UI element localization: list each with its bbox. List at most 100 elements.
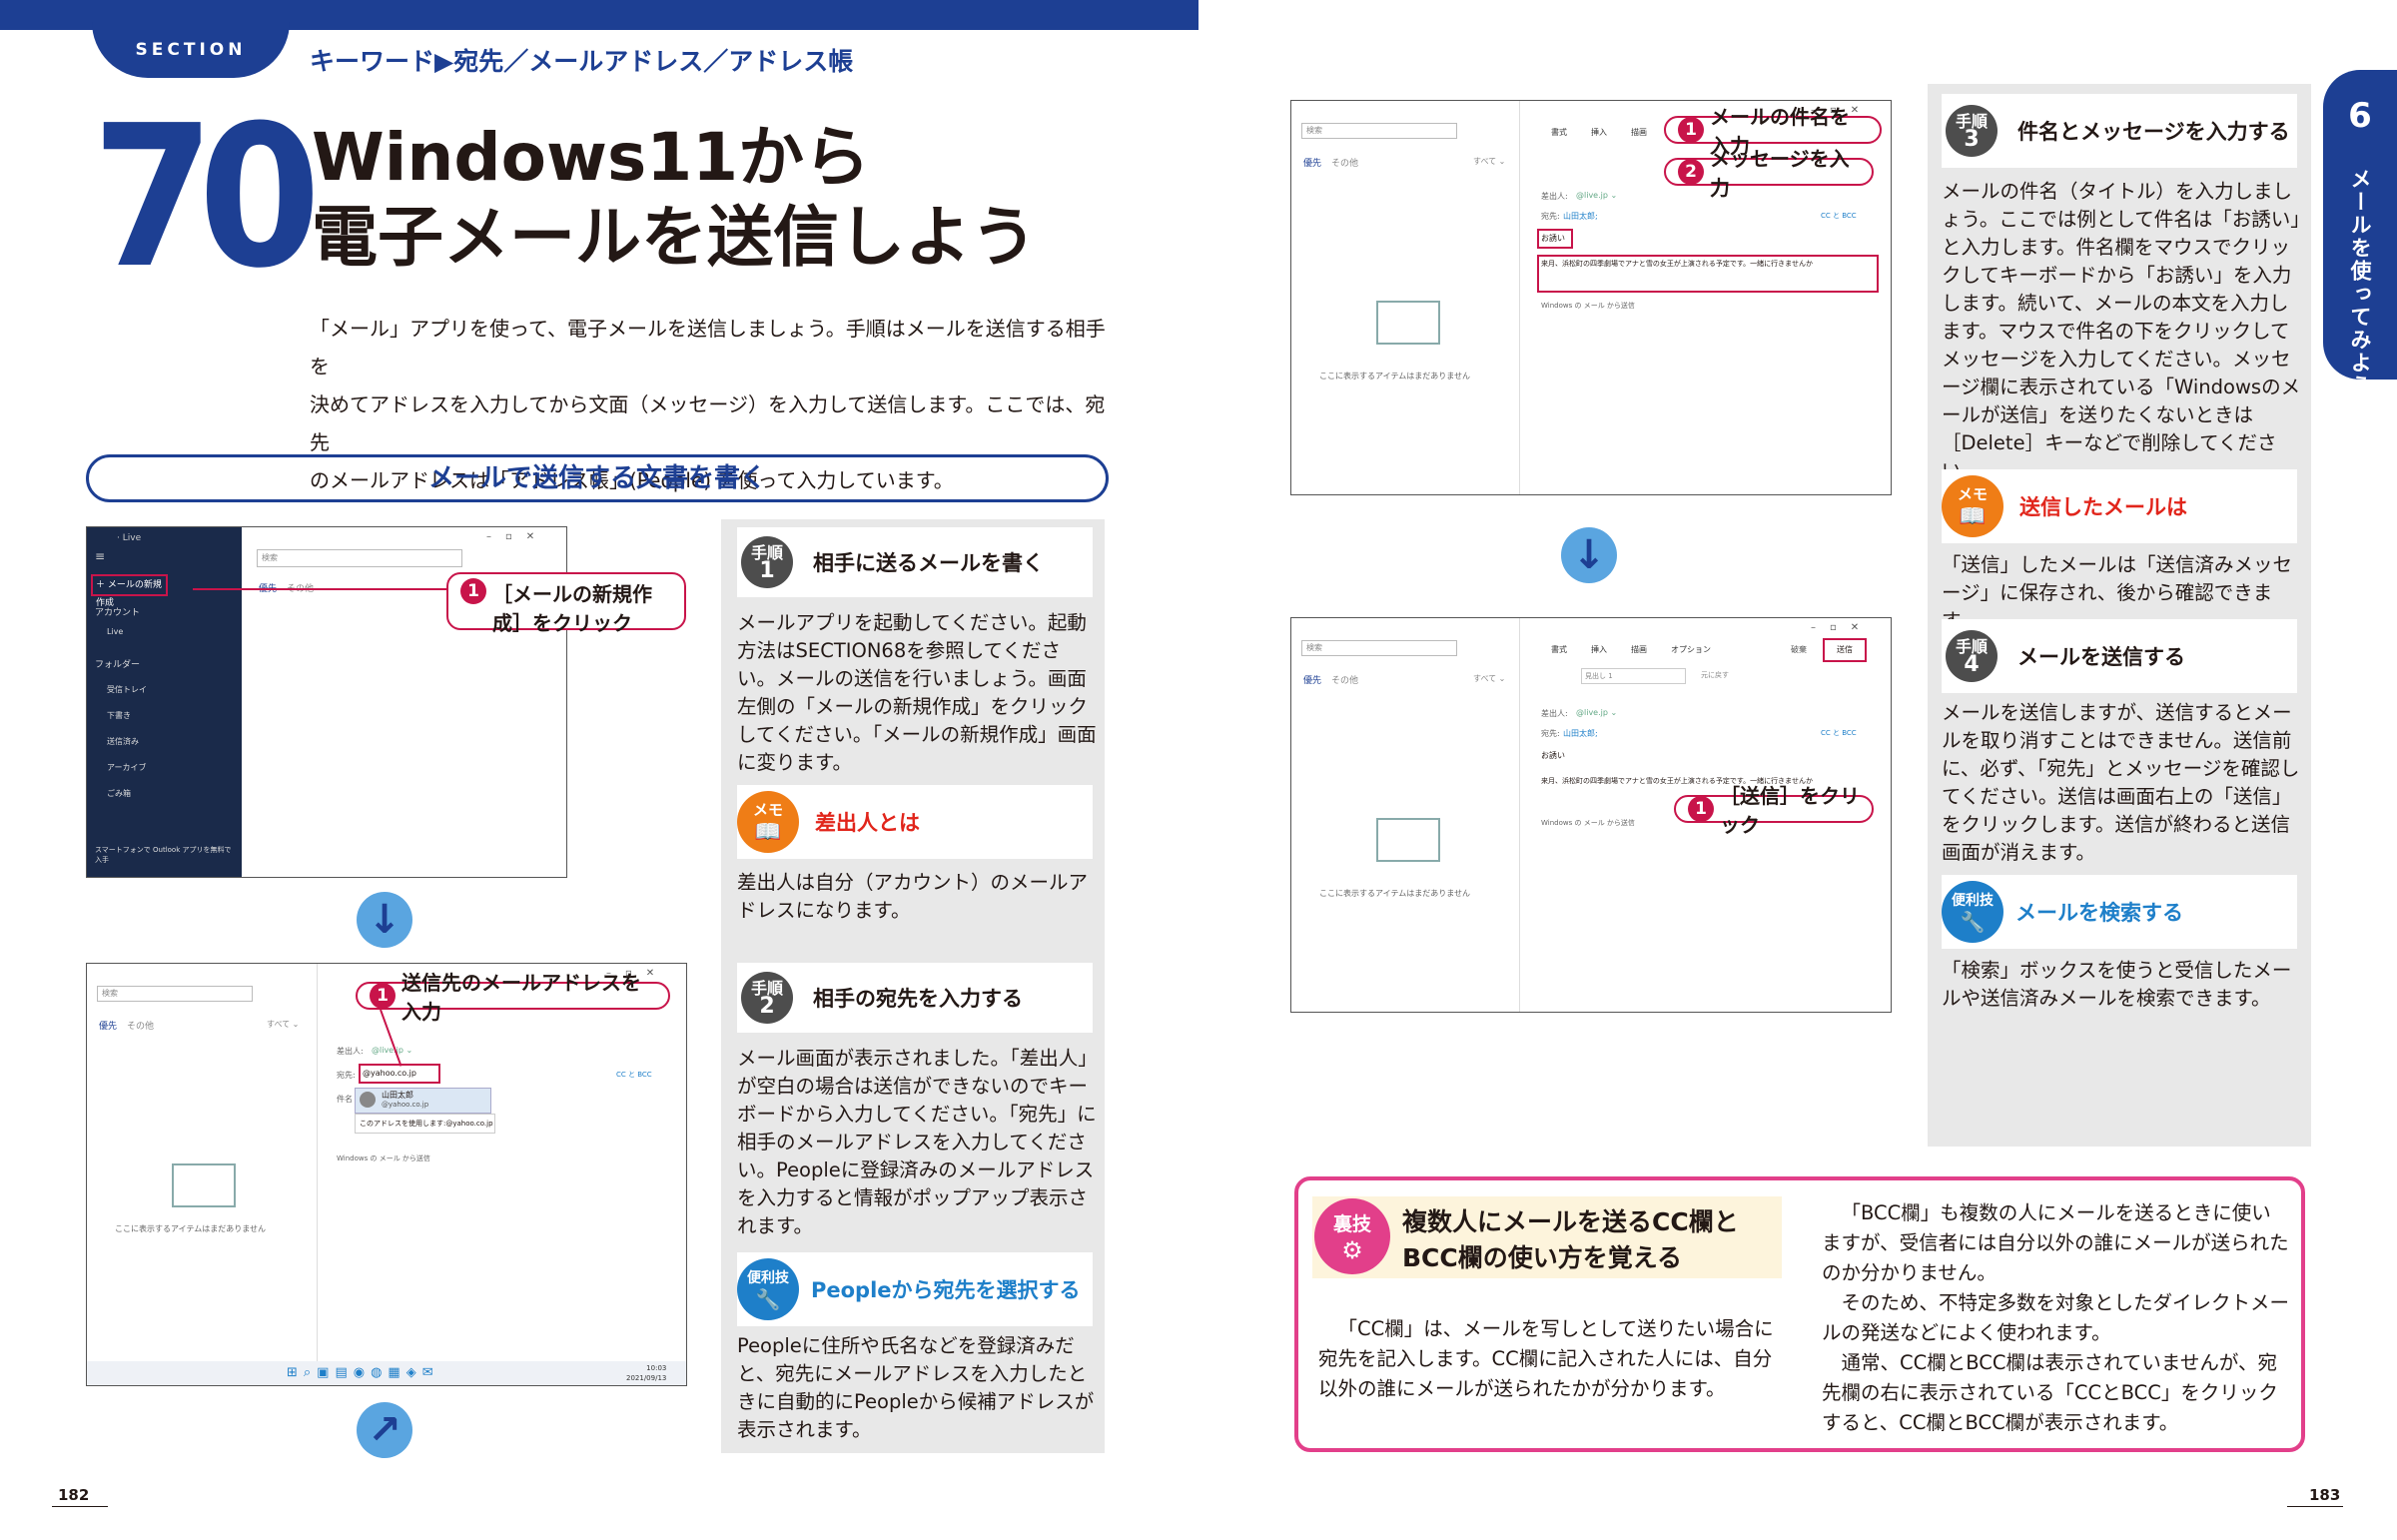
search-input[interactable]: 検索 [97,986,253,1002]
window-controls[interactable]: –▫✕ [1811,105,1874,116]
filter-select[interactable]: すべて ⌄ [267,1020,300,1029]
outlook-promo[interactable]: スマートフォンで Outlook アプリを無料で入手 [95,846,232,864]
folder-item[interactable]: アーカイブ [107,763,147,772]
suggestion-use-address[interactable]: このアドレスを使用します:@yahoo.co.jp [355,1114,495,1134]
next-page-arrow-icon: ↗ [357,1402,412,1458]
filter-select[interactable]: すべて ⌄ [1473,674,1506,683]
subject-input[interactable]: お誘い [1537,229,1573,249]
memo2-header: メモ📖 送信したメールは [1942,469,2297,543]
step-badge: 手順 4 [1946,630,1998,682]
send-button[interactable]: 送信 [1823,638,1867,662]
tab-other[interactable]: その他 [127,1022,155,1032]
window-controls[interactable]: –▫✕ [486,531,549,542]
empty-mail-icon [1376,818,1440,862]
title-line-2: 電子メールを送信しよう [312,199,1037,276]
callout-text: 送信先のメールアドレスを入力 [401,971,641,1024]
discard-button[interactable]: 破棄 [1791,645,1807,654]
cc-bcc-link[interactable]: CC と BCC [616,1071,652,1079]
to-value[interactable]: 山田太郎; [1563,729,1598,738]
ura-paragraph: そのため、不特定多数を対象としたダイレクトメールの発送などによく使われます。 [1822,1291,2290,1344]
search-input[interactable]: 検索 [1301,640,1457,656]
folder-item[interactable]: 受信トレイ [107,685,147,694]
tip-label: 便利技 [1952,893,1994,909]
ribbon-tab[interactable]: 書式 [1551,128,1567,137]
folder-item[interactable]: 送信済み [107,737,139,746]
account-live[interactable]: Live [107,627,124,636]
page-title: Windows11から 電子メールを送信しよう [312,118,1037,278]
window-controls[interactable]: –▫✕ [1811,622,1874,633]
folder-label[interactable]: フォルダー [95,660,141,670]
ribbon-tab[interactable]: 書式 [1551,645,1567,654]
clock: 10:03 2021/09/13 [626,1363,666,1383]
from-value[interactable]: @live.jp ⌄ [1576,191,1618,200]
ura-body-right: 「BCC欄」も複数の人にメールを送るときに使いますが、受信者には自分以外の誰にメ… [1822,1198,2289,1438]
suggest-use-value: @yahoo.co.jp [445,1120,493,1128]
callout-text: ［送信］をクリック [1720,784,1860,837]
search-input[interactable]: 検索 [1301,123,1457,139]
ribbon-tab[interactable]: 描画 [1631,645,1647,654]
step3-title: 件名とメッセージを入力する [2017,120,2290,144]
ribbon-tab[interactable]: 挿入 [1591,128,1607,137]
step4-header: 手順 4 メールを送信する [1942,619,2297,693]
folder-item[interactable]: ごみ箱 [107,789,131,798]
wrench-icon: 便利技🔧 [1942,881,2003,943]
ribbon-tab[interactable]: 描画 [1631,128,1647,137]
tip2-header: 便利技🔧 メールを検索する [1942,875,2297,949]
suggest-use-label: このアドレスを使用します: [360,1120,446,1128]
cc-bcc-link[interactable]: CC と BCC [1821,212,1857,220]
memo2-title: 送信したメールは [2019,495,2187,519]
step2-body: メール画面が表示されました。「差出人」が空白の場合は送信ができないのでキーボード… [737,1047,1098,1237]
message-body[interactable]: 来月、浜松町の四季劇場でアナと雪の女王が上演される予定です。一緒に行きませんか [1537,255,1879,293]
window-controls[interactable]: –▫✕ [606,968,669,979]
page-number-left: 182 [58,1486,90,1504]
from-value[interactable]: @live.jp ⌄ [1576,708,1618,717]
tab-priority[interactable]: 優先 [1303,676,1322,686]
to-input[interactable]: @yahoo.co.jp [359,1064,440,1084]
account-label[interactable]: アカウント [95,608,141,618]
cc-bcc-link[interactable]: CC と BCC [1821,729,1857,737]
empty-mail-icon [1376,301,1440,345]
pane-divider [317,964,318,1385]
subject-value[interactable]: お誘い [1541,751,1565,760]
page-number-rule [2287,1506,2343,1507]
to-value[interactable]: 山田太郎; [1563,212,1598,221]
suggestion-item[interactable]: 山田太郎 @yahoo.co.jp [355,1088,491,1114]
keywords: キーワード▶宛先／メールアドレス／アドレス帳 [310,47,854,76]
tab-priority[interactable]: 優先 [99,1022,118,1032]
folder-item[interactable]: 下書き [107,711,131,720]
callout-new-mail: 1 ［メールの新規作成］をクリック [446,572,686,635]
callout-subject: 1 メールの件名を入力 [1664,105,1882,158]
callout-number: 1 [460,578,486,604]
ribbon-tab[interactable]: 挿入 [1591,645,1607,654]
folder-list: 受信トレイ 下書き 送信済み アーカイブ ごみ箱 [107,677,147,807]
menu-icon[interactable]: ≡ [95,549,106,563]
step4-body: メールを送信しますが、送信するとメールを取り消すことはできません。送信前に、必ず… [1942,701,2300,864]
tab-other[interactable]: その他 [1331,676,1359,686]
step-label: 手順 [1955,637,1988,656]
memo-book-icon: メモ📖 [737,791,799,853]
from-value[interactable]: @live.jp ⌄ [372,1046,413,1055]
callout-number: 2 [1678,159,1704,185]
ribbon-tab[interactable]: オプション [1671,645,1711,654]
step3-header: 手順 3 件名とメッセージを入力する [1942,94,2297,168]
tip1-body: Peopleに住所や氏名などを登録済みだと、宛先にメールアドレスを入力したときに… [737,1334,1095,1441]
to-label: 宛先: [1541,729,1560,738]
ribbon-tabs: 書式 挿入 描画 オプション [1551,644,1711,655]
suggest-email: @yahoo.co.jp [382,1101,429,1109]
step-label: 手順 [750,979,783,998]
undo-button[interactable]: 元に戻す [1701,671,1729,679]
step1-header: 手順 1 相手に送るメールを書く [737,527,1093,597]
message-body[interactable]: 来月、浜松町の四季劇場でアナと雪の女王が上演される予定です。一緒に行きませんか [1541,777,1813,785]
heading-select[interactable]: 見出し 1 [1581,668,1686,684]
new-mail-button[interactable]: ＋ メールの新規作成 [91,574,168,608]
tab-priority[interactable]: 優先 [1303,159,1322,169]
search-input[interactable]: 検索 [257,549,462,567]
filter-select[interactable]: すべて ⌄ [1473,157,1506,166]
tab-other[interactable]: その他 [1331,159,1359,169]
taskbar-icons[interactable]: ⊞⌕▣▤◉◍▦◈✉ [287,1365,439,1380]
ribbon-tabs: 書式 挿入 描画 [1551,127,1647,138]
step1-title: 相手に送るメールを書く [813,551,1044,575]
callout-message: 2 メッセージを入力 [1664,147,1874,200]
memo1-title: 差出人とは [815,811,920,835]
to-label: 宛先: [337,1071,356,1080]
